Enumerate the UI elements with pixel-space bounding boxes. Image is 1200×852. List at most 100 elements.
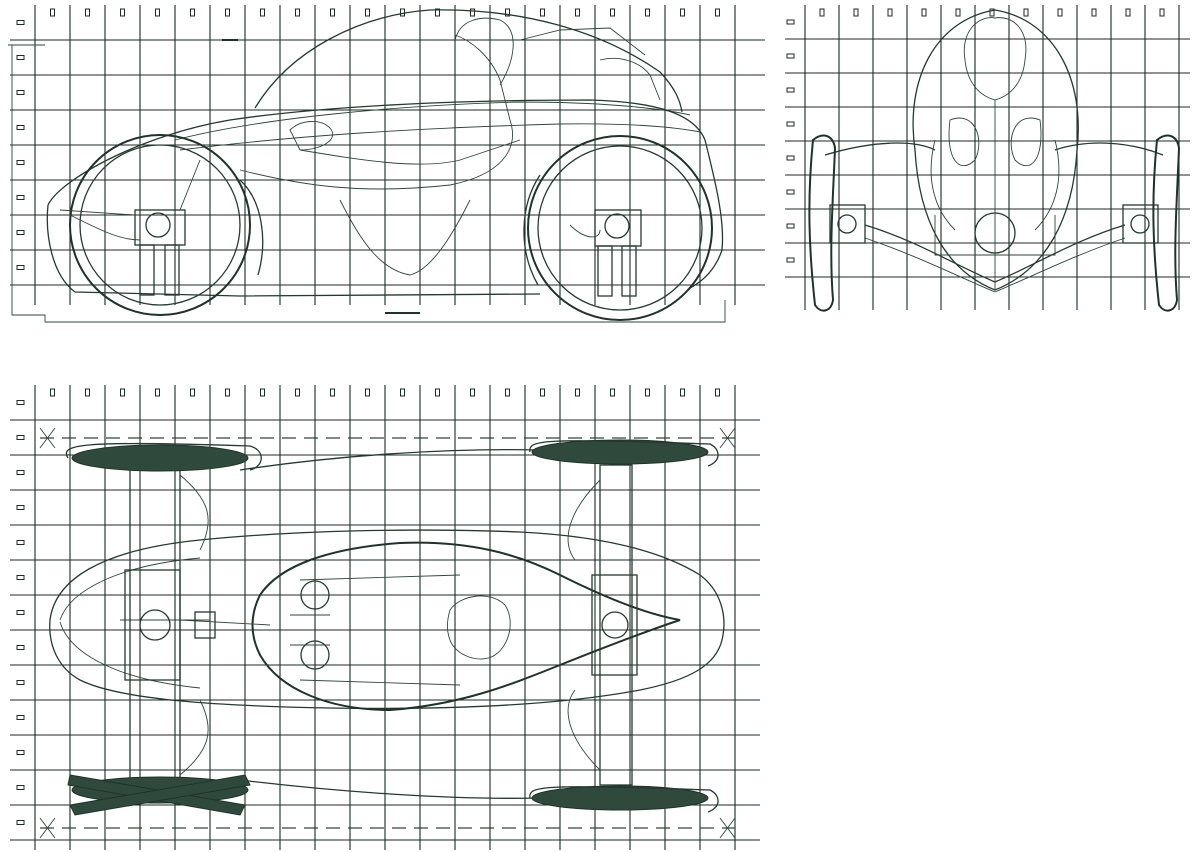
ruler-tick (610, 8, 615, 17)
ruler-tick (786, 189, 795, 195)
ruler-tick (921, 8, 927, 17)
ruler-tick (435, 8, 440, 17)
ruler-tick (16, 820, 25, 825)
ruler-tick (16, 230, 25, 235)
ruler-tick (955, 8, 961, 17)
ruler-tick (50, 388, 55, 397)
ruler-tick (786, 121, 795, 127)
ruler-tick (400, 388, 405, 397)
ruler-tick (786, 53, 795, 59)
ruler-tick (85, 8, 90, 17)
ruler-tick (786, 19, 795, 25)
ruler-tick (400, 8, 405, 17)
side-view-ticks (16, 8, 720, 270)
vehicle-top-body (49, 449, 725, 799)
ruler-tick (295, 8, 300, 17)
ruler-tick (470, 388, 475, 397)
ruler-tick (16, 265, 25, 270)
ruler-tick (786, 257, 795, 263)
ruler-tick (715, 388, 720, 397)
ruler-tick (680, 388, 685, 397)
ruler-tick (853, 8, 859, 17)
ruler-tick (120, 8, 125, 17)
ruler-tick (16, 785, 25, 790)
ruler-tick (330, 8, 335, 17)
ruler-tick (16, 125, 25, 130)
ruler-tick (540, 388, 545, 397)
ruler-tick (16, 505, 25, 510)
ruler-tick (16, 645, 25, 650)
ruler-tick (887, 8, 893, 17)
ruler-tick (610, 388, 615, 397)
ruler-tick (645, 388, 650, 397)
top-view-ticks (16, 388, 720, 825)
ruler-tick (680, 8, 685, 17)
ruler-tick (16, 750, 25, 755)
ruler-tick (225, 388, 230, 397)
side-view-blueprint (8, 5, 765, 323)
top-view-blueprint (10, 385, 760, 850)
ruler-tick (1159, 8, 1165, 17)
ruler-tick (505, 388, 510, 397)
ruler-tick (1125, 8, 1131, 17)
top-view-front-axle (567, 464, 638, 786)
ruler-tick (645, 8, 650, 17)
side-view-rear-wheel (59, 134, 264, 316)
vehicle-front-body (824, 9, 1164, 293)
ruler-tick (16, 400, 25, 405)
ruler-tick (16, 90, 25, 95)
ruler-tick (1091, 8, 1097, 17)
side-view-frame (8, 39, 726, 323)
ruler-tick (16, 680, 25, 685)
ruler-tick (120, 388, 125, 397)
ruler-tick (786, 223, 795, 229)
front-view-grid (785, 5, 1190, 310)
ruler-tick (295, 388, 300, 397)
vehicle-side-body (46, 9, 724, 297)
ruler-tick (16, 195, 25, 200)
top-view-wheels (65, 439, 719, 816)
top-view-rear-axle (124, 464, 216, 786)
ruler-tick (190, 388, 195, 397)
top-view-frame (39, 427, 736, 839)
ruler-tick (989, 8, 995, 17)
ruler-tick (260, 8, 265, 17)
front-view-left-wheel (808, 134, 866, 312)
ruler-tick (16, 470, 25, 475)
front-view-ticks (786, 8, 1165, 263)
ruler-tick (190, 8, 195, 17)
ruler-tick (16, 160, 25, 165)
ruler-tick (365, 8, 370, 17)
ruler-tick (16, 715, 25, 720)
side-view-front-wheel (523, 135, 713, 321)
ruler-tick (16, 20, 25, 25)
ruler-tick (575, 388, 580, 397)
ruler-tick (155, 388, 160, 397)
ruler-tick (16, 610, 25, 615)
ruler-tick (260, 388, 265, 397)
ruler-tick (786, 155, 795, 161)
ruler-tick (225, 8, 230, 17)
ruler-tick (819, 8, 825, 17)
ruler-tick (575, 8, 580, 17)
front-view-right-wheel (1122, 134, 1181, 312)
ruler-tick (715, 8, 720, 17)
ruler-tick (435, 388, 440, 397)
ruler-tick (16, 55, 25, 60)
ruler-tick (16, 435, 25, 440)
ruler-tick (365, 388, 370, 397)
ruler-tick (1057, 8, 1063, 17)
ruler-tick (16, 540, 25, 545)
ruler-tick (50, 8, 55, 17)
ruler-tick (505, 8, 510, 17)
ruler-tick (786, 87, 795, 93)
ruler-tick (470, 8, 475, 17)
ruler-tick (540, 8, 545, 17)
front-view-blueprint (785, 5, 1190, 312)
ruler-tick (16, 575, 25, 580)
ruler-tick (330, 388, 335, 397)
ruler-tick (1023, 8, 1029, 17)
ruler-tick (85, 388, 90, 397)
ruler-tick (155, 8, 160, 17)
side-view-grid (10, 5, 765, 305)
